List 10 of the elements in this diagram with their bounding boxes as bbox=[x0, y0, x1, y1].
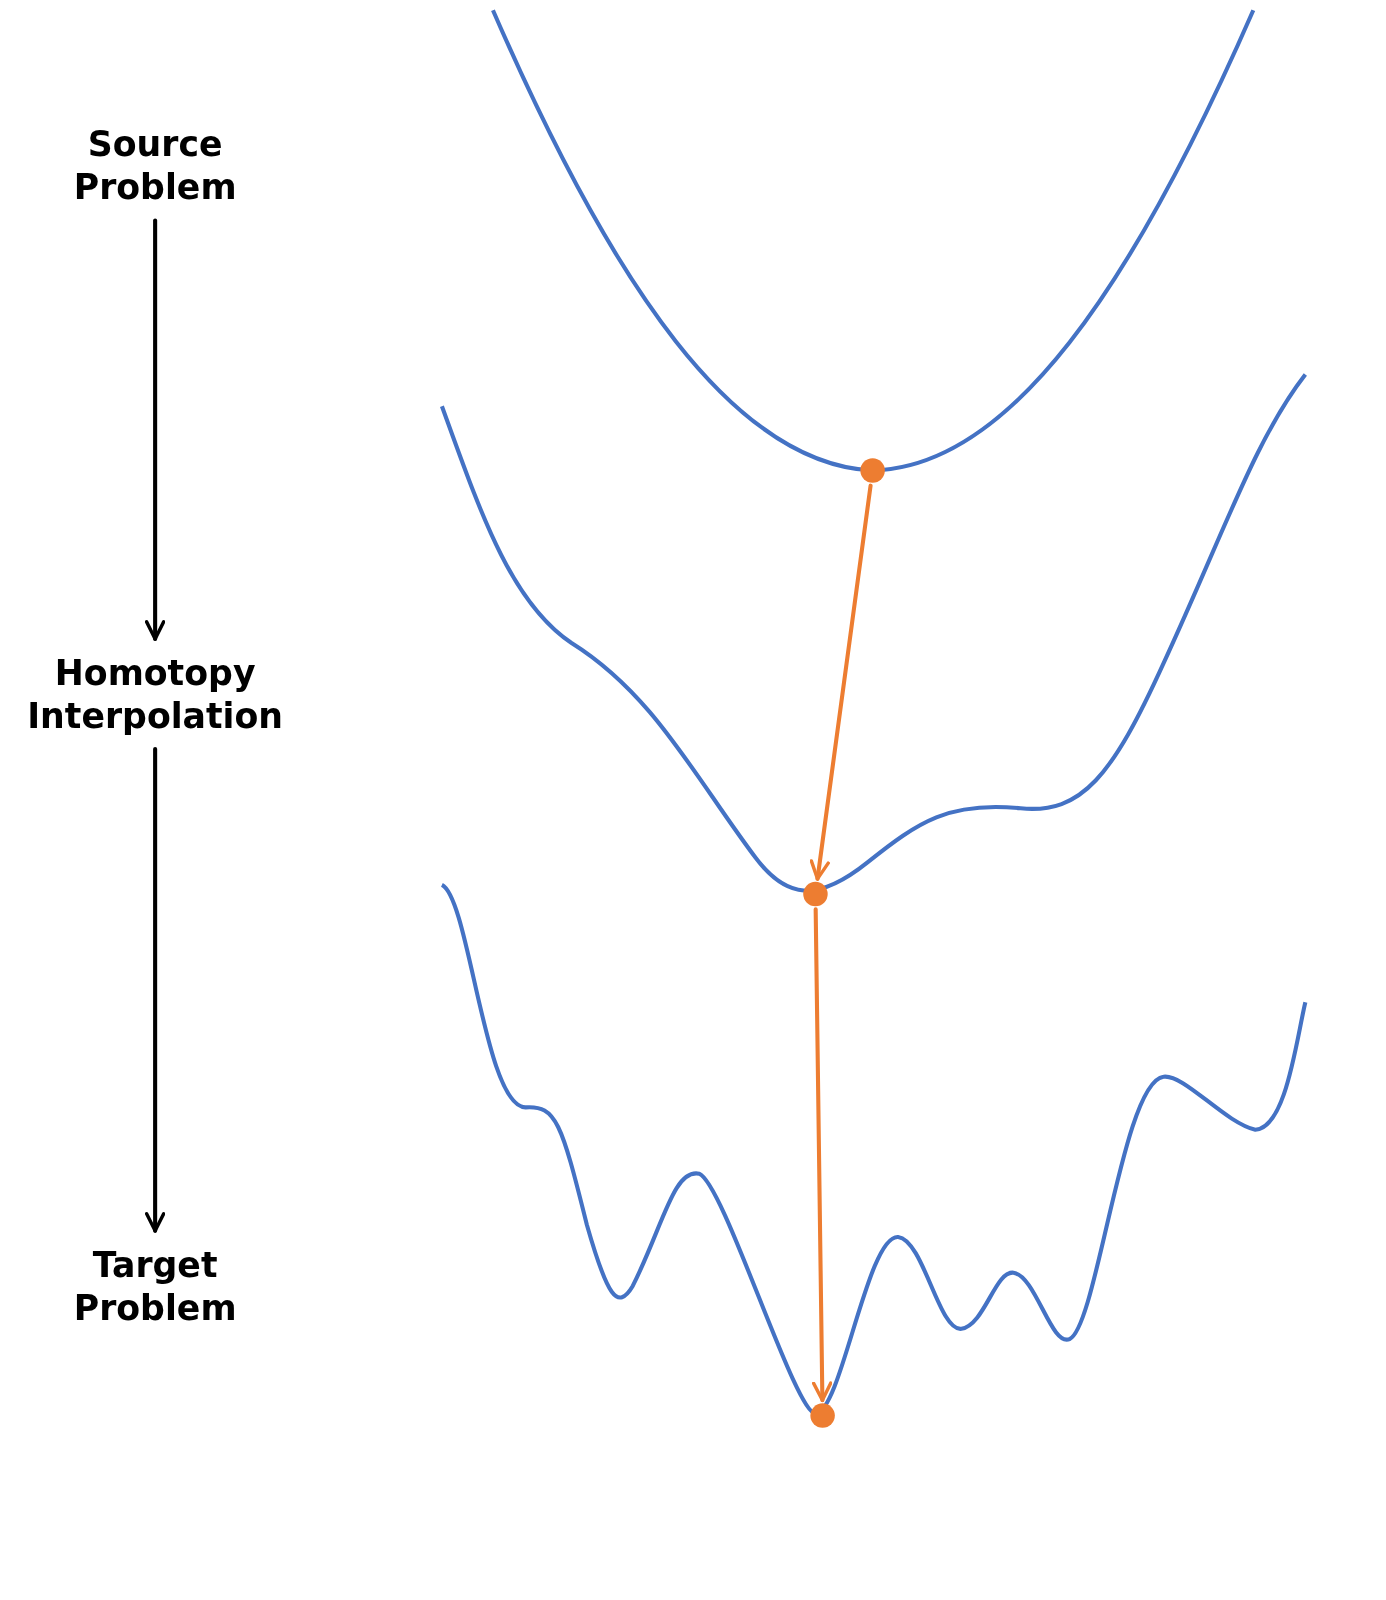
arrow bbox=[144, 218, 166, 641]
arrow bbox=[809, 483, 873, 881]
stage-label: Homotopy Interpolation bbox=[2, 643, 309, 746]
minimum-dot bbox=[803, 881, 828, 907]
arrow bbox=[811, 907, 833, 1403]
minimum-dot bbox=[810, 1403, 835, 1428]
minimum-dot bbox=[860, 458, 885, 483]
stage-label: Source Problem bbox=[22, 114, 288, 217]
arrow bbox=[144, 747, 166, 1233]
stage-label: Target Problem bbox=[22, 1234, 288, 1337]
